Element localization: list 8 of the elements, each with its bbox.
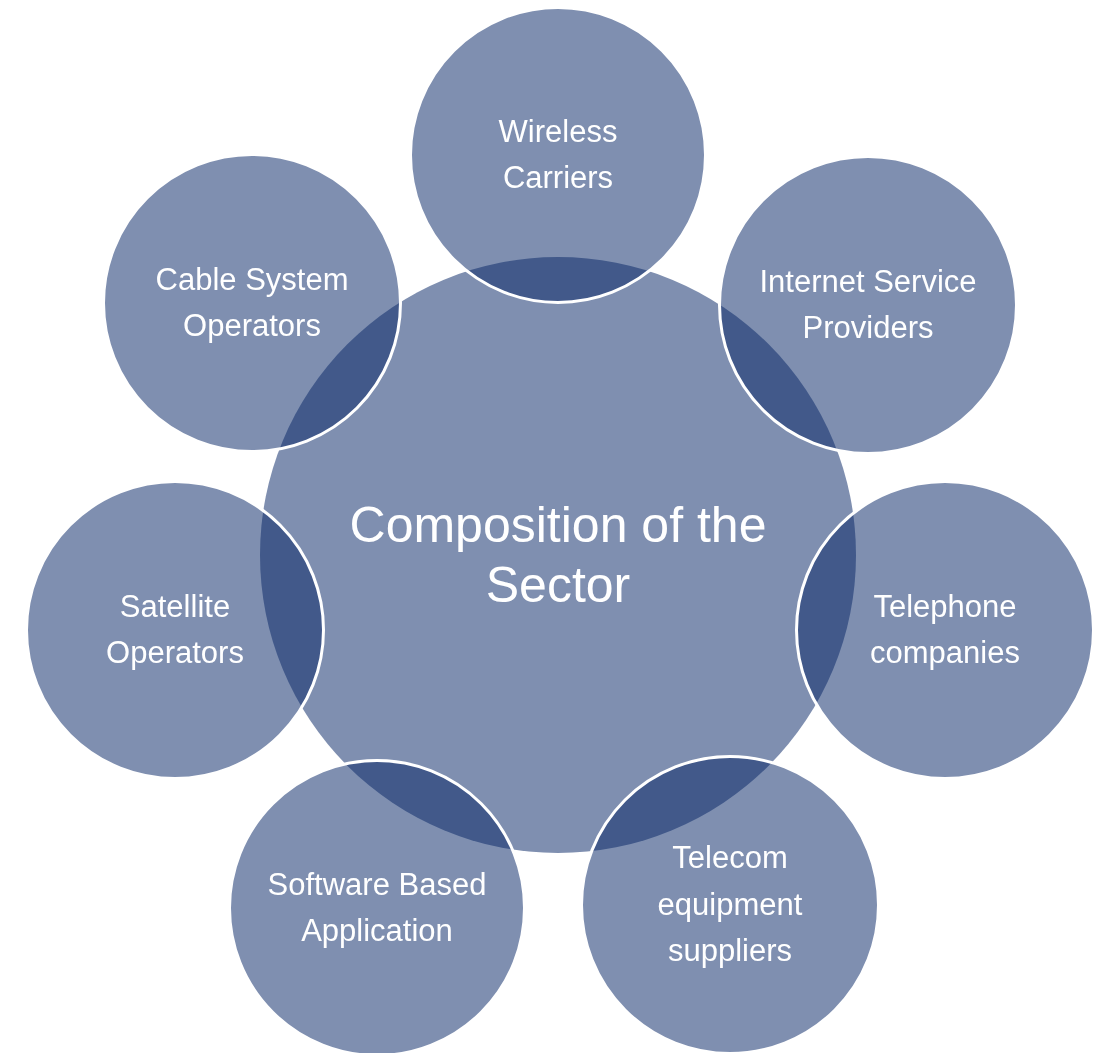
circle-label: Telecom equipment suppliers bbox=[656, 839, 804, 971]
circle-label: Cable System Operators bbox=[154, 260, 350, 345]
circle-label: Internet Service Providers bbox=[758, 262, 978, 347]
circle-label: Telephone companies bbox=[869, 587, 1021, 672]
circle-label: Wireless Carriers bbox=[497, 112, 619, 197]
circle-label: Software Based Application bbox=[266, 865, 488, 950]
circle-label: Satellite Operators bbox=[105, 587, 245, 672]
circle-label: Composition of the Sector bbox=[348, 496, 768, 615]
